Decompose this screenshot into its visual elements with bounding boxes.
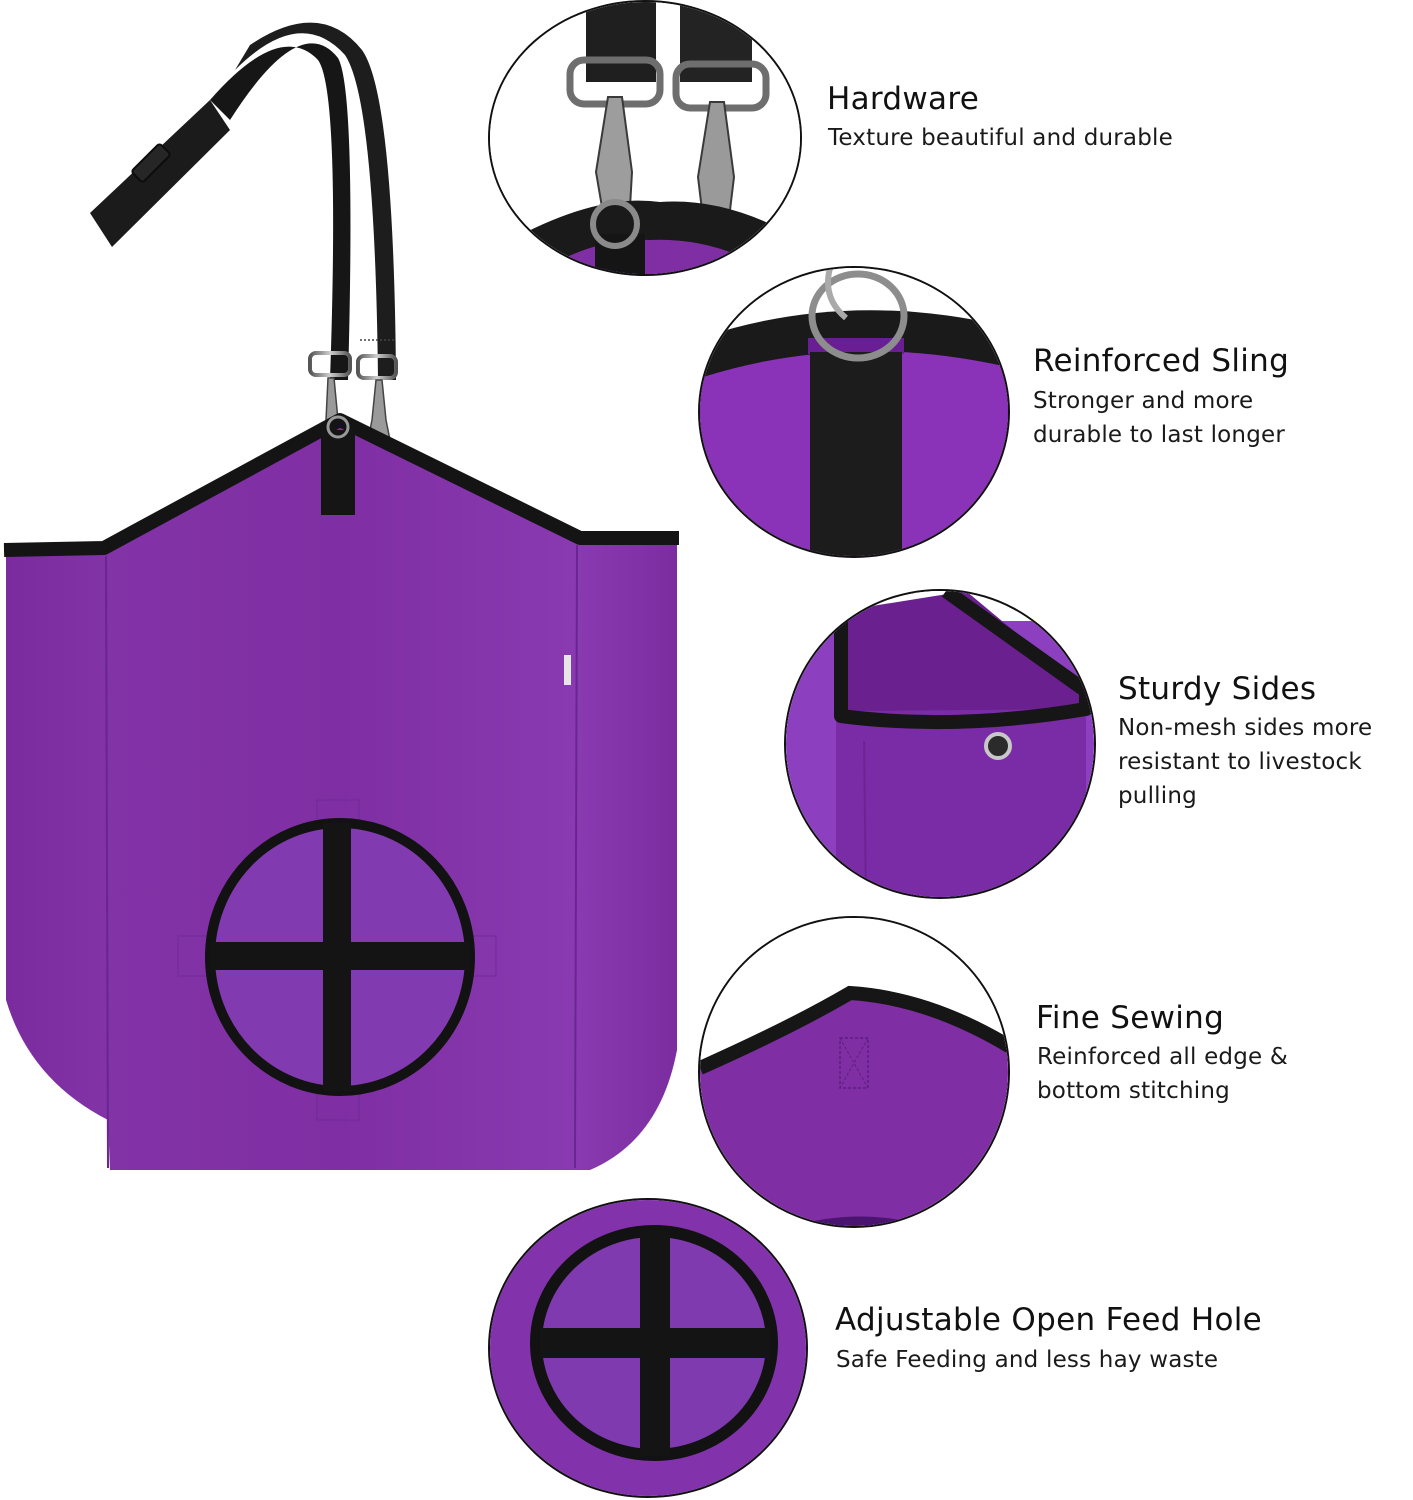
feature-title-hardware: Hardware [827, 81, 980, 117]
edge-stitching-closeup-icon [700, 918, 1008, 1226]
feature-desc-fine-sewing: Reinforced all edge & bottom stitching [1037, 1040, 1288, 1108]
hardware-detail-image [488, 0, 802, 276]
feature-desc-sturdy-sides: Non-mesh sides more resistant to livesto… [1118, 711, 1372, 813]
feature-title-feed-hole: Adjustable Open Feed Hole [835, 1302, 1263, 1338]
feature-desc-line: Non-mesh sides more [1118, 715, 1373, 741]
feature-desc-reinforced-sling: Stronger and more durable to last longer [1033, 384, 1285, 452]
sling-strap-closeup-icon [700, 268, 1008, 556]
sturdy-sides-detail-image [784, 589, 1096, 899]
feature-desc-line: Texture beautiful and durable [828, 125, 1173, 151]
feature-desc-feed-hole: Safe Feeding and less hay waste [836, 1343, 1218, 1377]
feature-desc-line: Reinforced all edge & [1037, 1044, 1289, 1070]
feature-desc-line: pulling [1118, 783, 1197, 809]
fine-sewing-detail-image [698, 916, 1010, 1228]
hay-bag-illustration [3, 22, 679, 1170]
feature-desc-line: durable to last longer [1033, 422, 1286, 448]
feature-desc-hardware: Texture beautiful and durable [828, 121, 1173, 155]
feature-desc-line: resistant to livestock [1118, 749, 1362, 775]
reinforced-sling-detail-image [698, 266, 1010, 558]
strap-group [90, 22, 396, 381]
feature-title-sturdy-sides: Sturdy Sides [1118, 671, 1317, 707]
feature-desc-line: bottom stitching [1037, 1078, 1230, 1104]
bag-body [3, 413, 679, 1170]
feature-desc-line: Safe Feeding and less hay waste [836, 1347, 1219, 1373]
feature-title-fine-sewing: Fine Sewing [1036, 1000, 1225, 1036]
feature-title-reinforced-sling: Reinforced Sling [1033, 343, 1290, 379]
feature-desc-line: Stronger and more [1033, 388, 1254, 414]
feed-hole-closeup-icon [490, 1200, 806, 1496]
feed-hole [177, 799, 497, 1121]
snap-hook-closeup-icon [490, 2, 800, 274]
feed-hole-detail-image [488, 1198, 808, 1498]
main-product-image [0, 0, 700, 1180]
side-grommet-closeup-icon [786, 591, 1094, 897]
